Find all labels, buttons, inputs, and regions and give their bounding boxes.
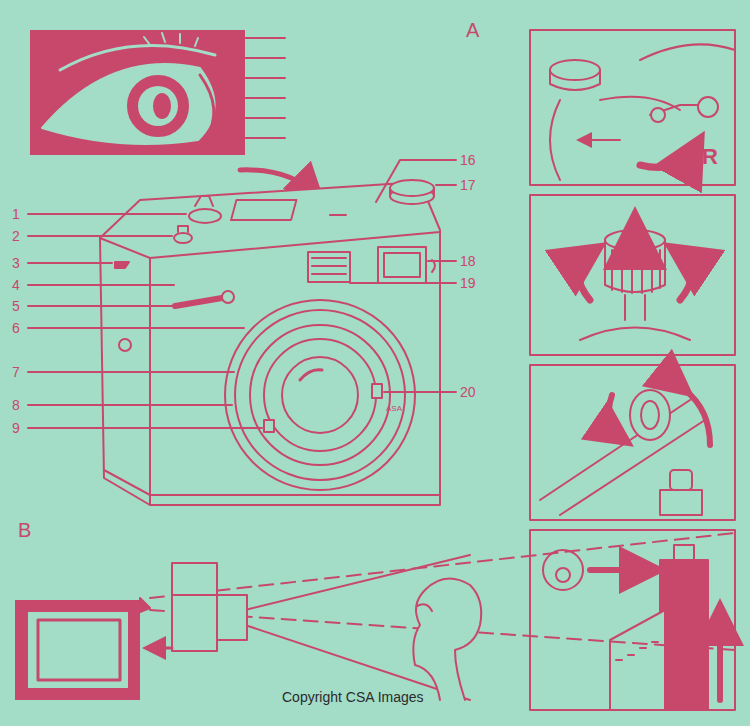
copyright-watermark: Copyright CSA Images [282,690,424,704]
callout-number: 17 [460,178,476,192]
callout-number: 9 [12,421,20,435]
callout-number: 16 [460,153,476,167]
callout-number: 1 [12,207,20,221]
dial-marking: ASA [386,405,402,413]
callout-number: 6 [12,321,20,335]
callout-number: 19 [460,276,476,290]
panel-letter: A [466,20,479,40]
callout-number: 18 [460,254,476,268]
callout-number: 20 [460,385,476,399]
callout-number: 3 [12,256,20,270]
callout-number: 8 [12,398,20,412]
callout-number: 4 [12,278,20,292]
callout-number: 5 [12,299,20,313]
callout-number: 2 [12,229,20,243]
callout-number: 7 [12,365,20,379]
direction-letter: R [702,146,718,168]
panel-letter: B [18,520,31,540]
